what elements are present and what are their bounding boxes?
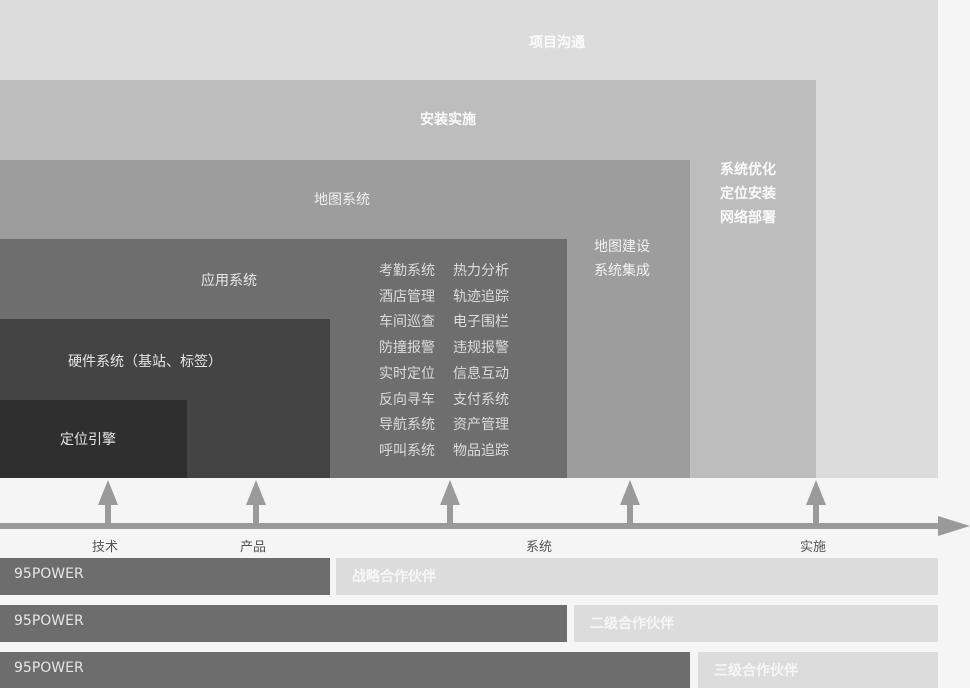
- feature-item: 导航系统: [379, 417, 435, 434]
- axis-label-tech: 技术: [92, 540, 119, 555]
- feature-item: 物品追踪: [453, 442, 509, 459]
- timeline-axis: [0, 480, 970, 536]
- partner-bar-tier-3: 三级合作伙伴: [698, 652, 938, 688]
- axis-label-implementation: 实施: [800, 540, 827, 555]
- brand-label: 95POWER: [14, 660, 84, 676]
- feature-item: 资产管理: [453, 417, 509, 434]
- layer-label: 安装实施: [420, 112, 476, 128]
- feature-item: 热力分析: [453, 263, 509, 279]
- feature-column-2: 热力分析 轨迹追踪 电子围栏 违规报警 信息互动 支付系统 资产管理 物品追踪: [453, 259, 509, 465]
- feature-column-1: 考勤系统 酒店管理 车间巡查 防撞报警 实时定位 反向寻车 导航系统 呼叫系统: [379, 259, 435, 465]
- partner-bar-brand-1: 95POWER: [0, 558, 330, 595]
- layer-label: 硬件系统（基站、标签）: [68, 354, 222, 370]
- note-item: 系统优化: [720, 162, 776, 178]
- up-arrow-system-1: [440, 480, 460, 524]
- feature-item: 考勤系统: [379, 263, 435, 279]
- layer-positioning-engine: 定位引擎: [0, 400, 187, 478]
- up-arrow-tech: [98, 480, 118, 524]
- layer-label: 定位引擎: [60, 432, 116, 448]
- partner-bar-tier-1: 战略合作伙伴: [336, 558, 938, 595]
- up-arrow-system-2: [620, 480, 640, 524]
- layer-label: 应用系统: [201, 273, 257, 289]
- axis-label-product: 产品: [240, 540, 267, 555]
- brand-label: 95POWER: [14, 613, 84, 629]
- feature-item: 酒店管理: [379, 288, 435, 305]
- feature-item: 防撞报警: [379, 340, 435, 357]
- axis-arrowhead: [938, 516, 970, 536]
- feature-item: 反向寻车: [379, 391, 435, 408]
- feature-item: 轨迹追踪: [453, 288, 509, 305]
- partner-bar-brand-3: 95POWER: [0, 652, 690, 688]
- layer-label: 项目沟通: [529, 35, 585, 51]
- implementation-notes: 系统优化 定位安装 网络部署: [720, 158, 776, 230]
- feature-item: 违规报警: [453, 340, 509, 357]
- axis-label-system: 系统: [526, 540, 553, 555]
- brand-label: 95POWER: [14, 566, 84, 582]
- tier-label: 战略合作伙伴: [352, 569, 436, 585]
- note-item: 系统集成: [594, 263, 650, 279]
- map-notes: 地图建设 系统集成: [594, 235, 650, 283]
- tier-label: 三级合作伙伴: [714, 663, 798, 679]
- feature-item: 车间巡查: [379, 314, 435, 331]
- feature-item: 信息互动: [453, 365, 509, 382]
- axis-line: [0, 523, 945, 529]
- tier-label: 二级合作伙伴: [590, 616, 674, 632]
- layer-label: 地图系统: [314, 192, 370, 208]
- feature-item: 呼叫系统: [379, 442, 435, 459]
- note-item: 定位安装: [720, 186, 776, 202]
- feature-item: 电子围栏: [453, 314, 509, 331]
- partner-bar-brand-2: 95POWER: [0, 605, 567, 642]
- partner-bar-tier-2: 二级合作伙伴: [574, 605, 938, 642]
- feature-item: 实时定位: [379, 365, 435, 382]
- up-arrow-implementation: [806, 480, 826, 524]
- up-arrow-product: [246, 480, 266, 524]
- feature-item: 支付系统: [453, 391, 509, 408]
- note-item: 地图建设: [594, 239, 650, 255]
- note-item: 网络部署: [720, 210, 776, 226]
